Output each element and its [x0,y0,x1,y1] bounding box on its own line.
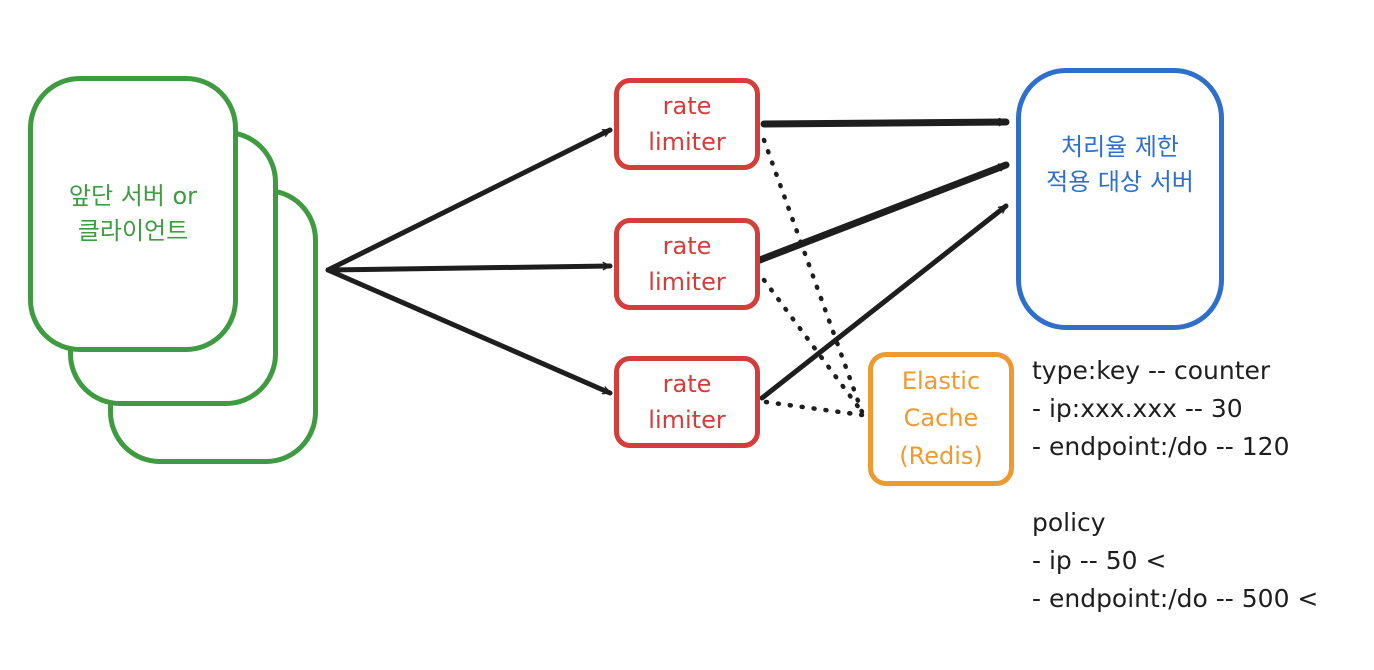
rate-limiter-2-label: rate limiter [648,232,726,296]
dotted-link-limiter-2-to-cache [761,277,865,415]
dotted-link-limiter-3-to-cache [763,399,865,418]
client-label: 앞단 서버 or 클라이언트 [68,182,198,245]
elastic-cache [868,352,1014,486]
rate-limiter-1-label: rate limiter [648,92,726,156]
arrow-client-to-limiter-3 [325,267,613,396]
counter-line-endpoint: - endpoint:/do -- 120 [1032,432,1290,461]
counter-header: type:key -- counter [1032,356,1271,385]
policy-header: policy [1032,508,1106,537]
rate-limiter-3-label: rate limiter [648,370,726,434]
arrow-limiter-2-to-server [748,161,1010,267]
notes-spacer [1032,466,1318,504]
arrow-limiter-3-to-server [759,203,1009,401]
arrow-client-to-limiter-1 [325,127,613,273]
notes-block: type:key -- counter - ip:xxx.xxx -- 30 -… [1032,352,1318,618]
client-card-front [28,76,238,352]
target-server-label: 처리율 제한 적용 대상 서버 [1046,133,1194,196]
arrow-limiter-1-to-server [760,117,1010,128]
counter-line-ip: - ip:xxx.xxx -- 30 [1032,394,1243,423]
rate-limiter-2 [614,218,760,310]
rate-limiter-1 [614,78,760,170]
dotted-link-limiter-1-to-cache [761,137,865,415]
elastic-cache-label: Elastic Cache (Redis) [899,367,983,470]
policy-line-endpoint: - endpoint:/do -- 500 < [1032,584,1319,613]
target-server [1016,68,1224,330]
rate-limiter-3 [614,356,760,448]
arrow-client-to-limiter-2 [325,261,613,273]
policy-line-ip: - ip -- 50 < [1032,546,1167,575]
